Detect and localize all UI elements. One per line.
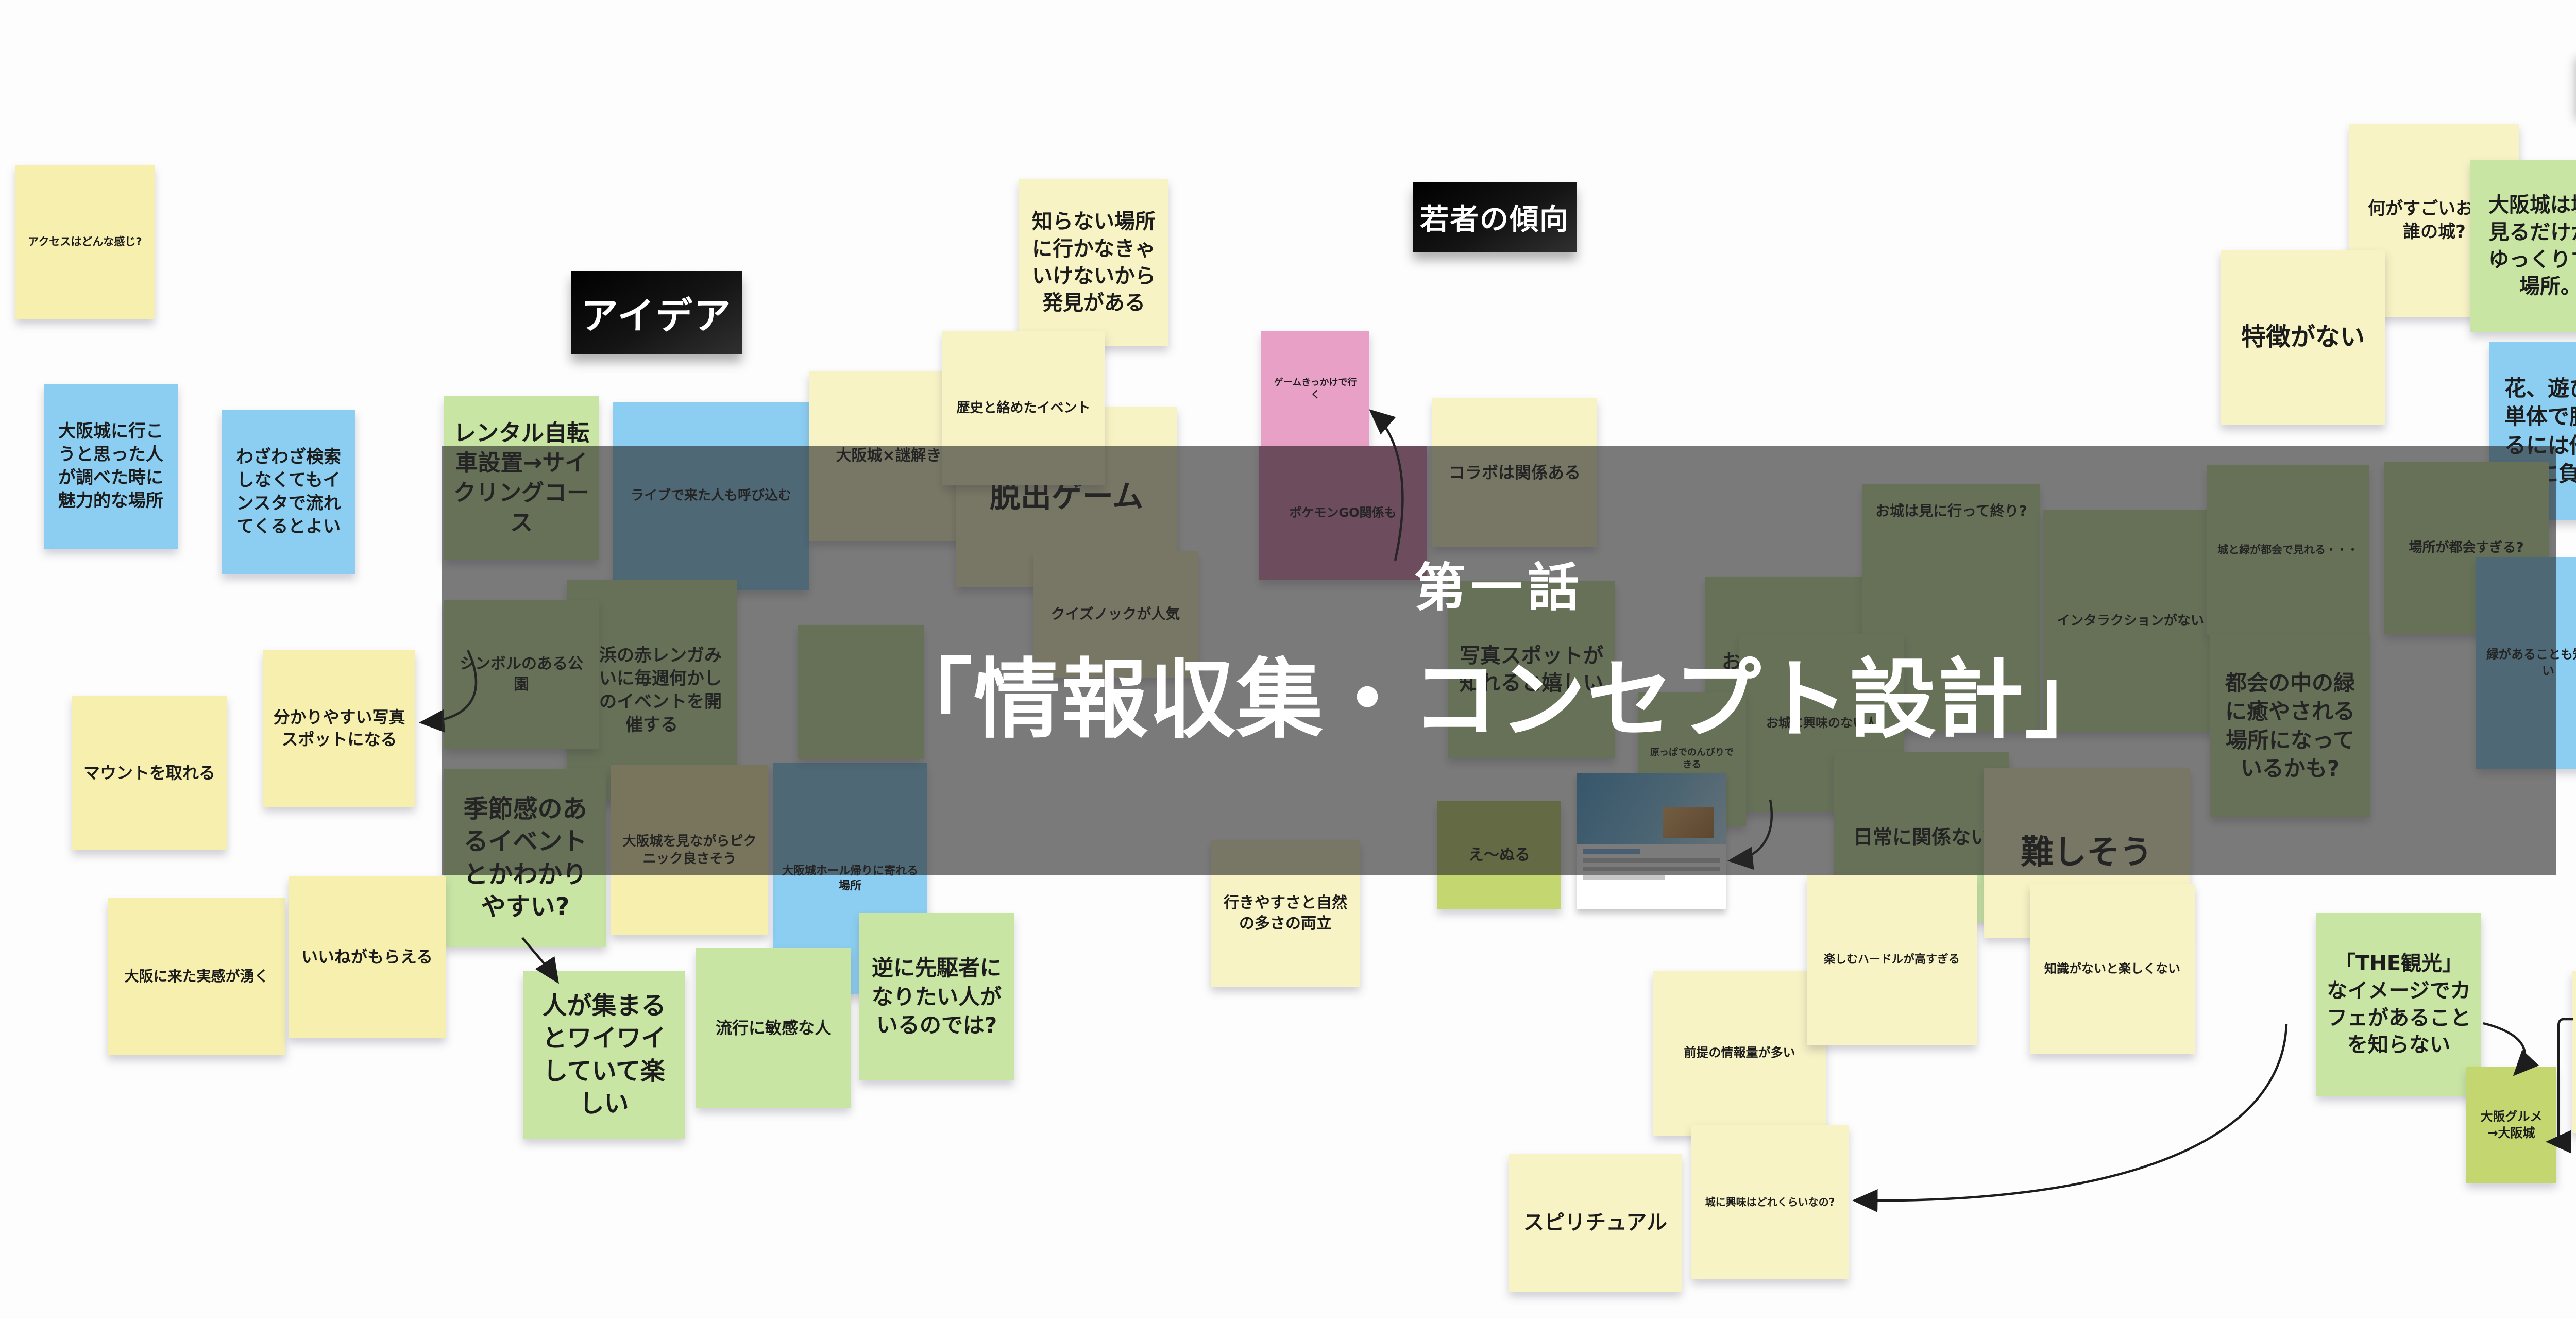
note-text: 特徴がない (2241, 323, 2365, 352)
sticky-note[interactable]: 知識がないと楽しくない (2030, 884, 2195, 1054)
sticky-note[interactable]: 城に興味はどれくらいなの? (1691, 1125, 1849, 1279)
sticky-note[interactable]: 大阪城に行こうと思った人が調べた時に魅力的な場所 (44, 384, 178, 549)
sticky-note[interactable]: いいねがもらえる (289, 876, 446, 1038)
note-text: 大阪城に行こうと思った人が調べた時に魅力的な場所 (58, 421, 163, 511)
note-text: マウントを取れる (83, 763, 215, 783)
section-label-wakamono[interactable]: 若者の傾向 (1413, 182, 1577, 252)
note-text: いいねがもらえる (301, 947, 433, 967)
sticky-note[interactable]: 一度行ったら満足 (2572, 971, 2576, 1133)
note-text: 知識がないと楽しくない (2044, 961, 2180, 976)
note-text: わざわざ検索しなくてもインスタで流れてくるとよい (236, 447, 341, 537)
sticky-note[interactable]: 知らない場所に行かなきゃいけないから発見がある (1019, 179, 1168, 346)
note-text: スピリチュアル (1523, 1210, 1667, 1235)
note-text: 分かりやすい写真スポットになる (273, 707, 405, 749)
note-text: 人が集まるとワイワイしていて楽しい (542, 991, 666, 1118)
note-text: 行きやすさと自然の多さの両立 (1224, 893, 1347, 933)
sticky-note[interactable]: 特徴がない (2221, 250, 2385, 425)
sticky-note[interactable]: アクセスはどんな感じ? (15, 165, 155, 319)
connector-arrow (2483, 1022, 2539, 1076)
sticky-note[interactable]: わざわざ検索しなくてもインスタで流れてくるとよい (222, 410, 355, 574)
chapter-title: 「情報収集・コンセプト設計」 (886, 649, 2112, 750)
section-label-idea[interactable]: アイデア (571, 271, 742, 354)
note-text: 大阪に来た実感が湧く (124, 968, 269, 985)
sticky-note[interactable]: 分かりやすい写真スポットになる (263, 650, 415, 807)
note-text: 楽しむハードルが高すぎる (1823, 953, 1960, 967)
note-text: 流行に敏感な人 (715, 1018, 831, 1038)
note-text: 「THE観光」なイメージでカフェがあることを知らない (2327, 951, 2471, 1057)
note-text: 歴史と絡めたイベント (956, 400, 1091, 416)
note-text: アクセスはどんな感じ? (28, 235, 142, 248)
sticky-note[interactable]: 大阪グルメ →大阪城 (2466, 1067, 2556, 1183)
sticky-note[interactable]: 逆に先駆者になりたい人がいるのでは? (859, 913, 1014, 1080)
chapter-number: 第一話 (1414, 557, 1584, 618)
note-text: 城に興味はどれくらいなの? (1705, 1195, 1835, 1208)
note-text: 大阪城は城を見るだけか、ゆっくりする場所。 (2488, 193, 2576, 299)
note-text: 知らない場所に行かなきゃいけないから発見がある (1032, 209, 1156, 315)
note-text: 逆に先駆者になりたい人がいるのでは? (871, 955, 1002, 1038)
sticky-note[interactable]: 楽しむハードルが高すぎる (1807, 875, 1977, 1045)
sticky-note[interactable]: 大阪に来た実感が湧く (108, 898, 285, 1055)
chapter-overlay-banner[interactable]: 第一話 「情報収集・コンセプト設計」 (442, 446, 2556, 875)
note-text: 大阪グルメ →大阪城 (2480, 1109, 2543, 1140)
note-text: 前提の情報量が多い (1684, 1045, 1795, 1060)
section-label-text: アイデア (581, 294, 732, 337)
sticky-note[interactable]: 「THE観光」なイメージでカフェがあることを知らない (2316, 913, 2481, 1096)
sticky-note[interactable]: 前提の情報量が多い (1653, 971, 1826, 1136)
sticky-note[interactable]: ゲームきっかけで行く (1261, 331, 1369, 447)
sticky-note[interactable]: 大阪城は城を見るだけか、ゆっくりする場所。 (2470, 160, 2576, 332)
section-label-text: 若者の傾向 (1420, 203, 1569, 236)
sticky-note[interactable]: マウントを取れる (72, 696, 227, 850)
note-text: ゲームきっかけで行く (1274, 377, 1357, 400)
sticky-note[interactable]: 流行に敏感な人 (696, 948, 851, 1108)
sticky-note[interactable]: スピリチュアル (1509, 1154, 1682, 1292)
sticky-note[interactable]: 人が集まるとワイワイしていて楽しい (523, 971, 685, 1139)
